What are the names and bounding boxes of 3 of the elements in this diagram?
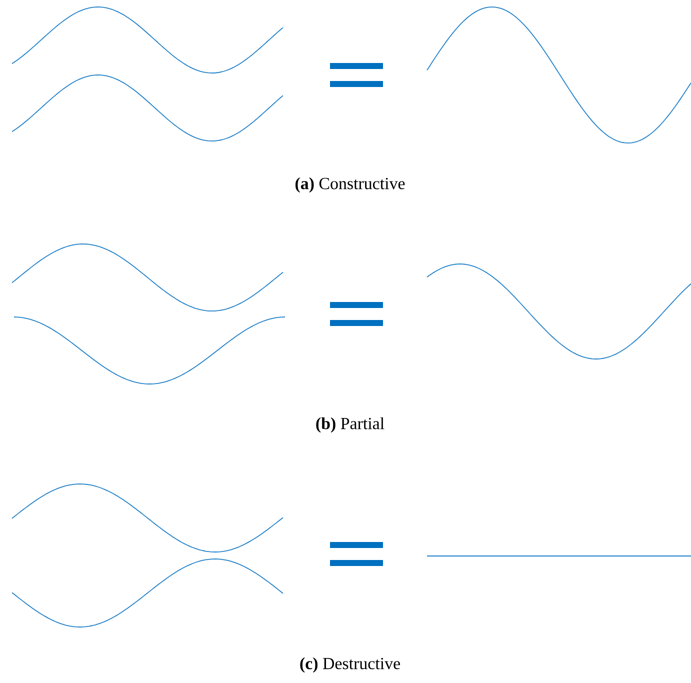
caption: (b) Partial: [316, 417, 384, 433]
caption: (a) Constructive: [296, 177, 405, 193]
caption: (c) Destructive: [300, 657, 400, 673]
